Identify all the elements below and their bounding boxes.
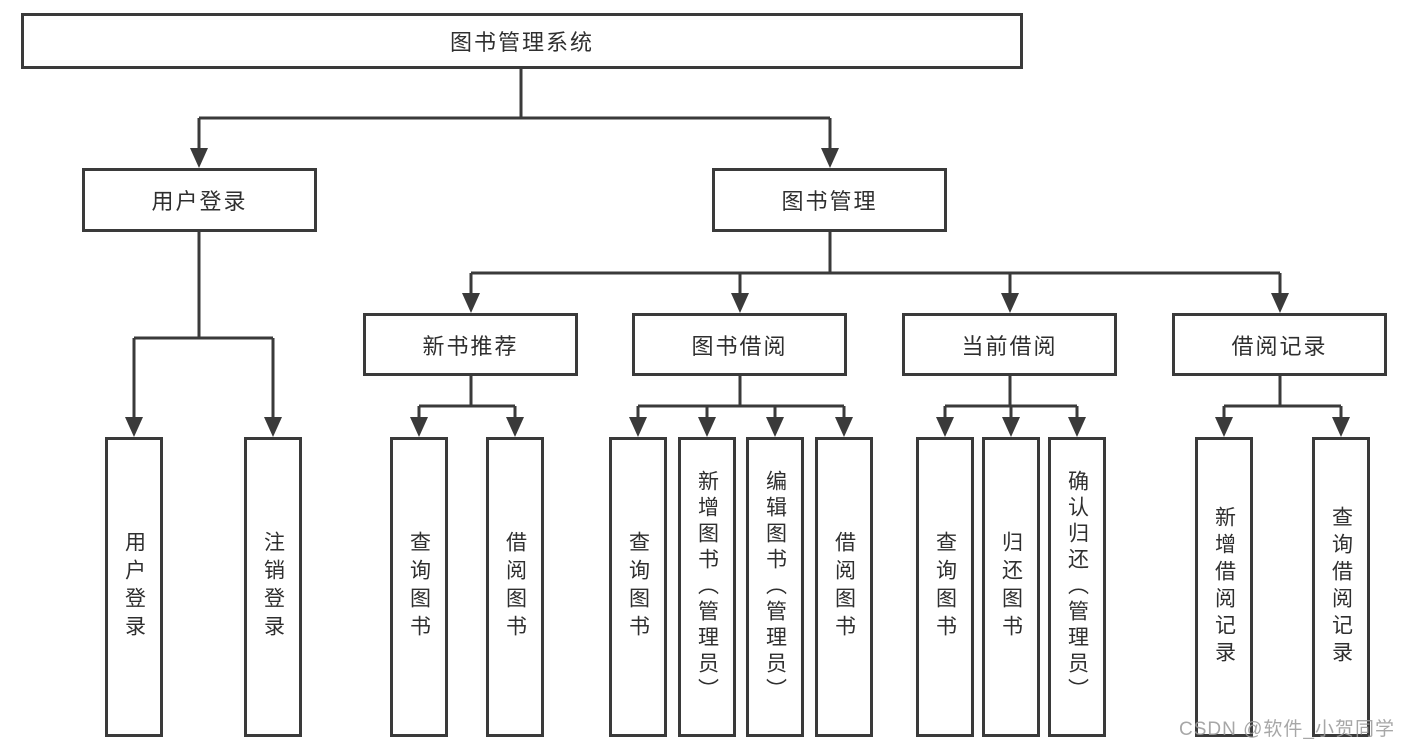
node-borrow-edit-books-admin: 编辑图书（管理员） [746, 437, 804, 737]
watermark: CSDN @软件_小贺同学 [1179, 719, 1395, 740]
node-book-borrow: 图书借阅 [632, 313, 847, 376]
node-records-add-borrow-record: 新增借阅记录 [1195, 437, 1253, 737]
node-user-login: 用户登录 [82, 168, 317, 232]
node-leaf-user-login: 用户登录 [105, 437, 163, 737]
node-current-confirm-return-admin: 确认归还（管理员） [1048, 437, 1106, 737]
borrow-records-connector [1215, 376, 1350, 437]
node-current-return-books: 归还图书 [982, 437, 1040, 737]
node-recommend-borrow-books: 借阅图书 [486, 437, 544, 737]
node-current-query-books: 查询图书 [916, 437, 974, 737]
node-recommend-query-books: 查询图书 [390, 437, 448, 737]
node-borrow-records: 借阅记录 [1172, 313, 1387, 376]
node-records-query-borrow-record: 查询借阅记录 [1312, 437, 1370, 737]
node-leaf-logout-login: 注销登录 [244, 437, 302, 737]
user-login-connector [125, 232, 282, 437]
node-borrow-query-books: 查询图书 [609, 437, 667, 737]
root-to-level2-connector [190, 69, 839, 168]
current-borrow-connector [936, 376, 1086, 437]
book-borrow-connector [629, 376, 853, 437]
new-book-recommend-connector [410, 376, 524, 437]
node-new-book-recommend: 新书推荐 [363, 313, 578, 376]
book-management-connector [462, 232, 1289, 313]
node-current-borrow: 当前借阅 [902, 313, 1117, 376]
node-borrow-add-books-admin: 新增图书（管理员） [678, 437, 736, 737]
node-library-management-system: 图书管理系统 [21, 13, 1023, 69]
node-borrow-borrow-books: 借阅图书 [815, 437, 873, 737]
node-book-management: 图书管理 [712, 168, 947, 232]
